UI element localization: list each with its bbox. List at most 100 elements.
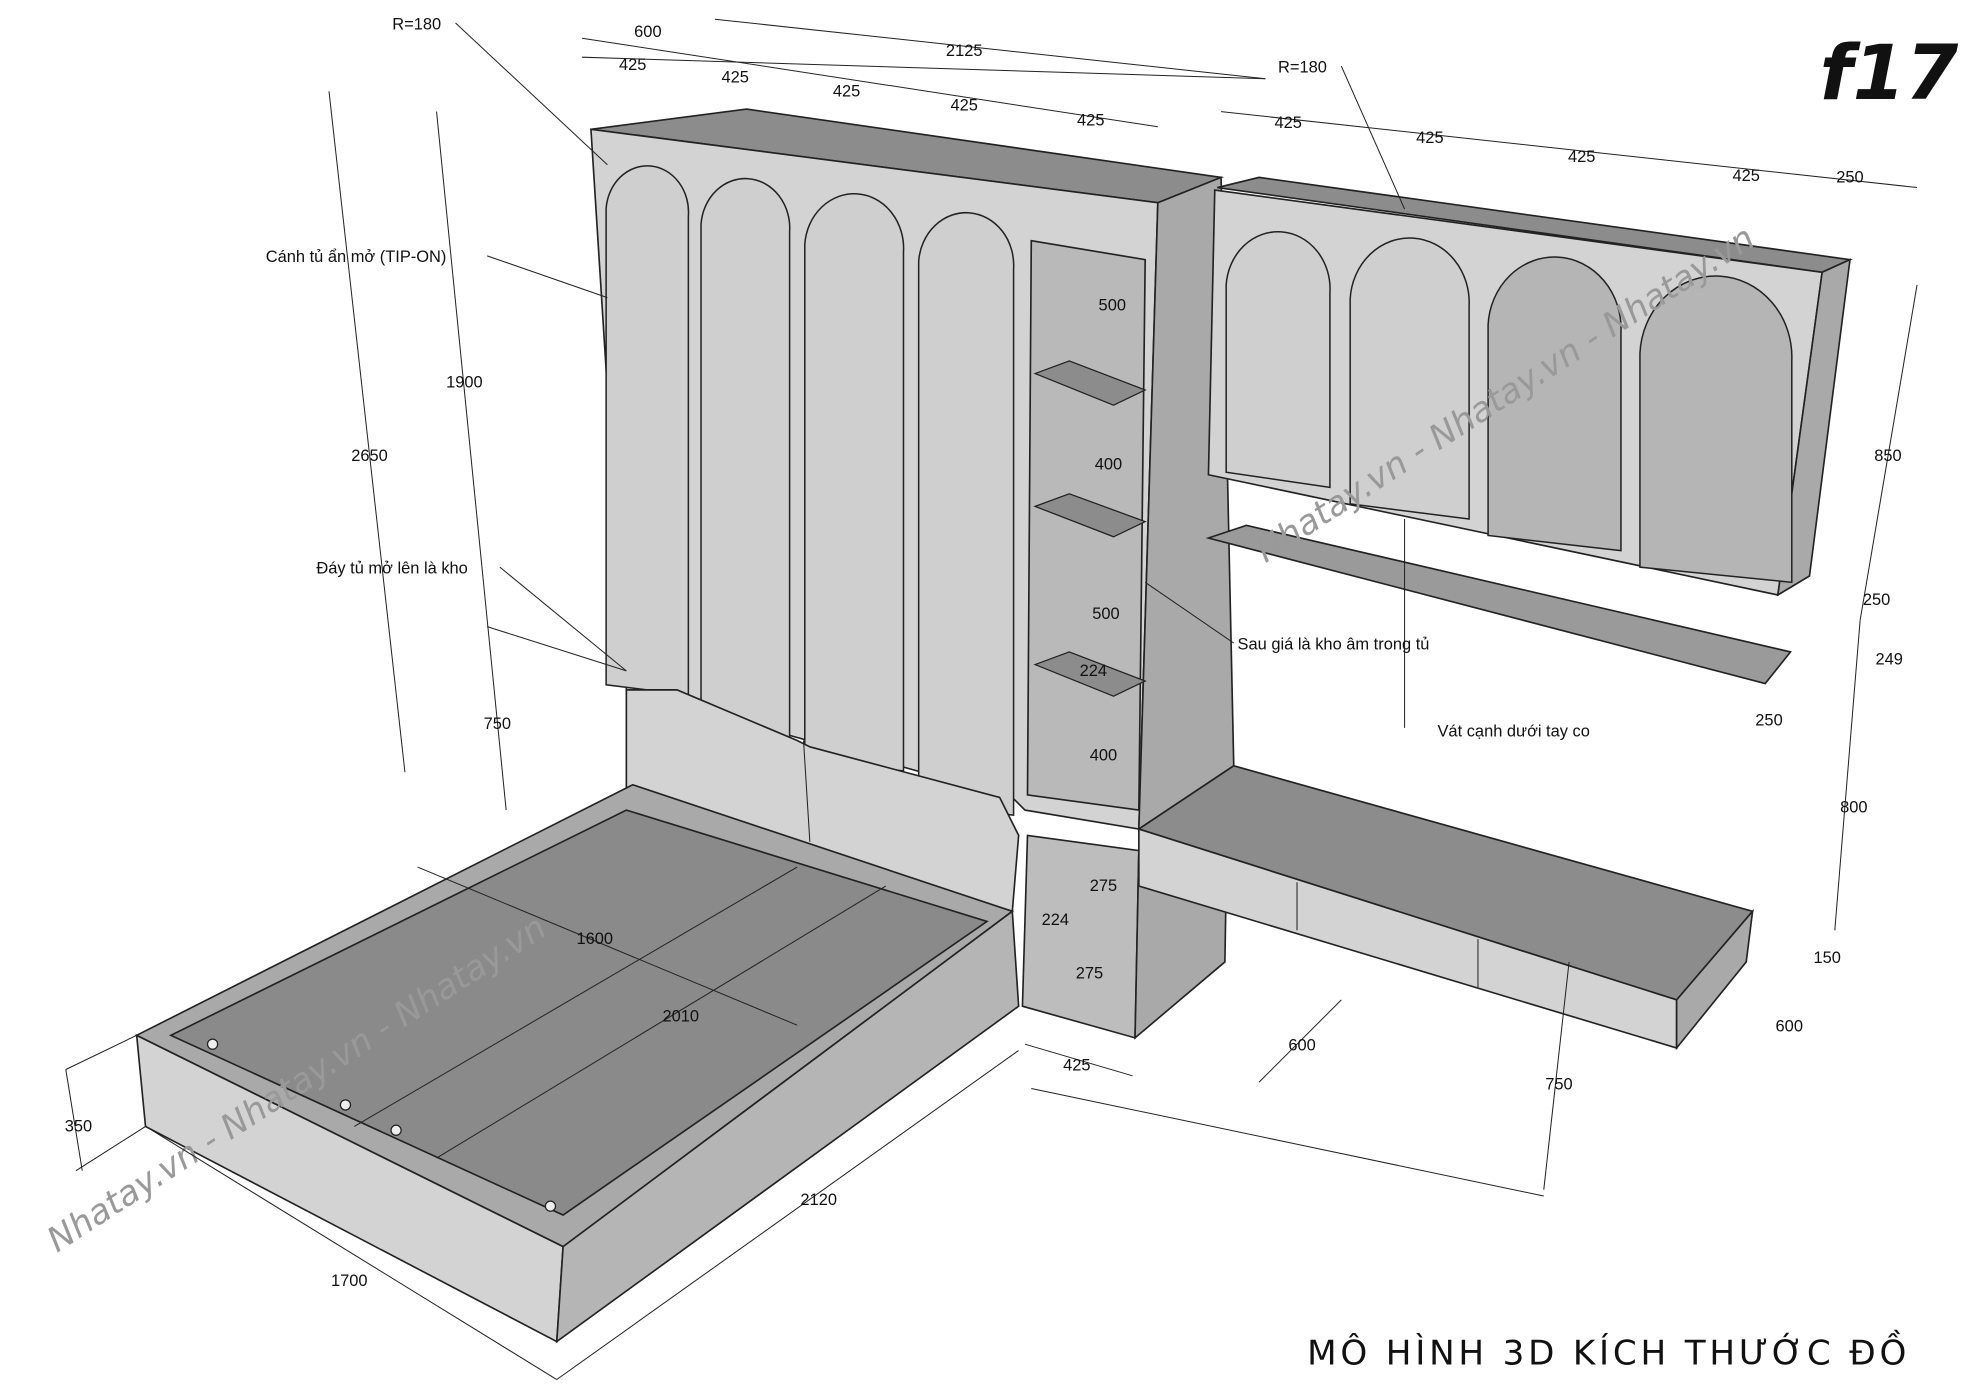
dimension-label: 400 [1095,456,1122,474]
dimension-label: 425 [1568,148,1595,166]
shelf [1033,360,1147,406]
dimension-label: 250 [1863,591,1890,609]
arched-door [1349,237,1470,520]
dimension-label: 425 [619,56,646,74]
dimension-line [417,866,798,1026]
dimension-lines [65,18,1918,1380]
bed [134,689,1020,1344]
dimension-label: 425 [1733,167,1760,185]
bed-lift-hole [206,1038,219,1050]
dimension-label: 425 [1416,129,1443,147]
dimension-label: 750 [484,715,511,733]
arched-door [700,177,791,766]
dimension-line [714,18,1266,80]
drawing-title: MÔ HÌNH 3D KÍCH THƯỚC ĐỒ [1307,1329,1910,1373]
arched-door [917,211,1015,816]
open-arch-compartment [1487,256,1622,552]
dimension-label: 850 [1874,447,1901,465]
bed-lift-hole [390,1124,402,1136]
dimension-label: 600 [1288,1037,1315,1055]
bed-side [555,909,1020,1344]
dimension-line [1340,65,1406,210]
dimension-line [1859,284,1918,621]
dimension-line [1221,111,1918,189]
dimension-line [65,1069,83,1171]
dimension-label: 425 [1077,112,1104,130]
dimension-label: 250 [1755,711,1782,729]
note-hidden-storage: Sau giá là kho âm trong tủ [1238,635,1430,653]
desk-end [1675,908,1754,1051]
dimension-label: 2010 [662,1007,699,1025]
dimension-label: 425 [833,82,860,100]
slat-line [436,885,887,1159]
dimension-label: 425 [1063,1057,1090,1075]
dimension-line [436,111,507,811]
shelf [1033,651,1147,697]
wall-cabinet [1205,176,1853,685]
dimension-label: 600 [634,23,661,41]
dimension-label: 150 [1813,949,1840,967]
bed-slats [168,809,989,1216]
dimension-label: 2120 [800,1191,837,1209]
bed-lift-hole [544,1200,557,1212]
dimension-label: 750 [1545,1076,1572,1094]
dimension-line [487,255,608,299]
dimension-label: 500 [1092,605,1119,623]
dimension-label: 1600 [576,930,613,948]
dimension-label: 224 [1042,911,1069,929]
dimension-line [1834,620,1861,931]
dimension-label: 500 [1099,296,1126,314]
note-storage-base: Đáy tủ mở lên là kho [316,559,467,577]
dimension-line [455,22,608,166]
slat-line [354,866,798,1127]
dimension-label: 1900 [446,373,483,391]
dimension-line [1543,961,1570,1190]
dimension-label: 400 [1090,747,1117,765]
dimension-labels: 600 2125 425 425 425 425 425 425 425 425 425 250 190… [65,23,1903,1290]
note-radius-right: R=180 [1278,58,1327,76]
headboard-divider [803,740,811,842]
note-tip-on: Cánh tủ ẩn mở (TIP-ON) [266,248,447,266]
dimension-label: 249 [1876,651,1903,669]
dimension-line [556,1050,1019,1380]
dimension-label: 800 [1840,799,1867,817]
wall-cabinet-doors [1225,230,1793,584]
dimension-line [75,1126,146,1172]
dimension-label: 2650 [351,447,388,465]
dimension-line [487,626,627,672]
dimension-line [65,1034,137,1070]
dimension-label: 1700 [331,1272,368,1290]
note-chamfer: Vát cạnh dưới tay co [1437,723,1589,741]
dimension-label: 425 [721,68,748,86]
dimension-line [582,56,1266,80]
arched-door [804,193,905,772]
dimension-label: 224 [1080,662,1107,680]
dimension-label: 2125 [946,42,983,60]
dimension-label: 425 [951,96,978,114]
wardrobe-doors [605,165,1015,816]
dimension-label: 350 [65,1117,92,1135]
open-arch-compartment [1639,275,1793,584]
dimension-line [1144,581,1235,644]
lower-cubby [1021,834,1140,1039]
dimension-line [1258,999,1342,1083]
dimension-label: 600 [1776,1018,1803,1036]
note-radius-left: R=180 [392,15,441,33]
desk [1136,764,1755,1051]
dimension-line [151,1129,558,1380]
dimension-label: 250 [1836,168,1863,186]
dimension-line [499,566,627,672]
dimension-line [328,91,406,773]
dimension-label: 275 [1090,877,1117,895]
arched-door [1225,230,1331,489]
wall-cabinet-side [1776,258,1851,597]
dimension-line [1031,1087,1544,1197]
floating-shelf [1205,524,1792,685]
bed-lift-hole [339,1099,352,1111]
logo: f17 [1820,29,1959,117]
arched-door [605,165,690,696]
shelf [1033,493,1147,538]
wardrobe [590,108,1785,1040]
